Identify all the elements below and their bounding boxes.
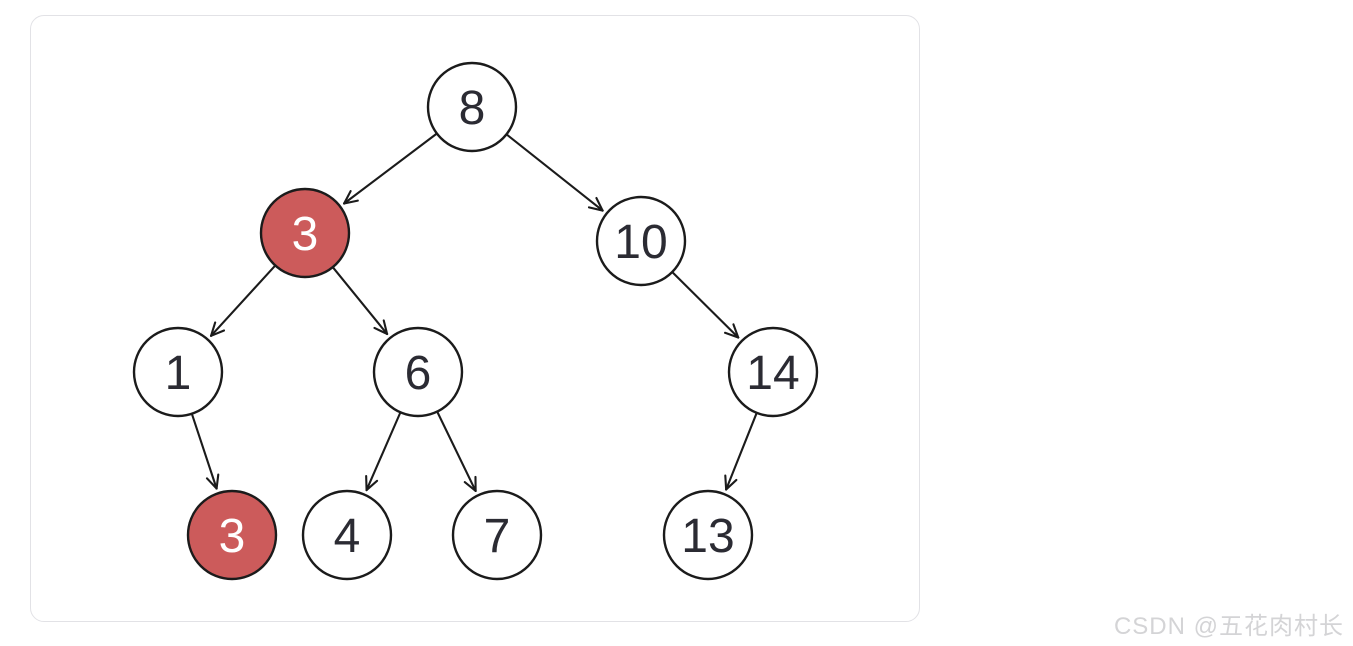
tree-node-1: 1: [132, 326, 224, 418]
node-value: 13: [681, 510, 734, 563]
edge-8-to-10: [506, 133, 604, 212]
tree-node-6: 6: [372, 326, 464, 418]
tree-node-3-highlighted: 3: [259, 187, 351, 279]
node-value: 4: [334, 510, 361, 563]
tree-node-3-highlighted: 3: [186, 489, 278, 581]
edge-3-to-6: [332, 266, 389, 336]
tree-node-14: 14: [727, 326, 819, 418]
csdn-watermark: CSDN @五花肉村长: [1113, 613, 1344, 640]
tree-node-7: 7: [451, 489, 543, 581]
node-value: 10: [614, 216, 667, 269]
tree-node-10: 10: [595, 195, 687, 287]
node-value: 1: [165, 347, 192, 400]
edge-6-to-4: [365, 412, 402, 492]
edge-10-to-14: [671, 271, 740, 339]
node-value: 6: [405, 347, 432, 400]
tree-node-4: 4: [301, 489, 393, 581]
node-value: 3: [292, 208, 319, 261]
node-value: 7: [484, 510, 511, 563]
tree-node-13: 13: [662, 489, 754, 581]
node-value: 3: [219, 510, 246, 563]
node-value: 8: [459, 82, 486, 135]
edge-3-to-1: [210, 265, 276, 337]
edge-1-to-3: [191, 413, 220, 490]
node-value: 14: [746, 347, 799, 400]
tree-node-8: 8: [426, 61, 518, 153]
edge-8-to-3: [343, 133, 438, 205]
edge-14-to-13: [724, 412, 758, 491]
edge-6-to-7: [436, 411, 477, 492]
